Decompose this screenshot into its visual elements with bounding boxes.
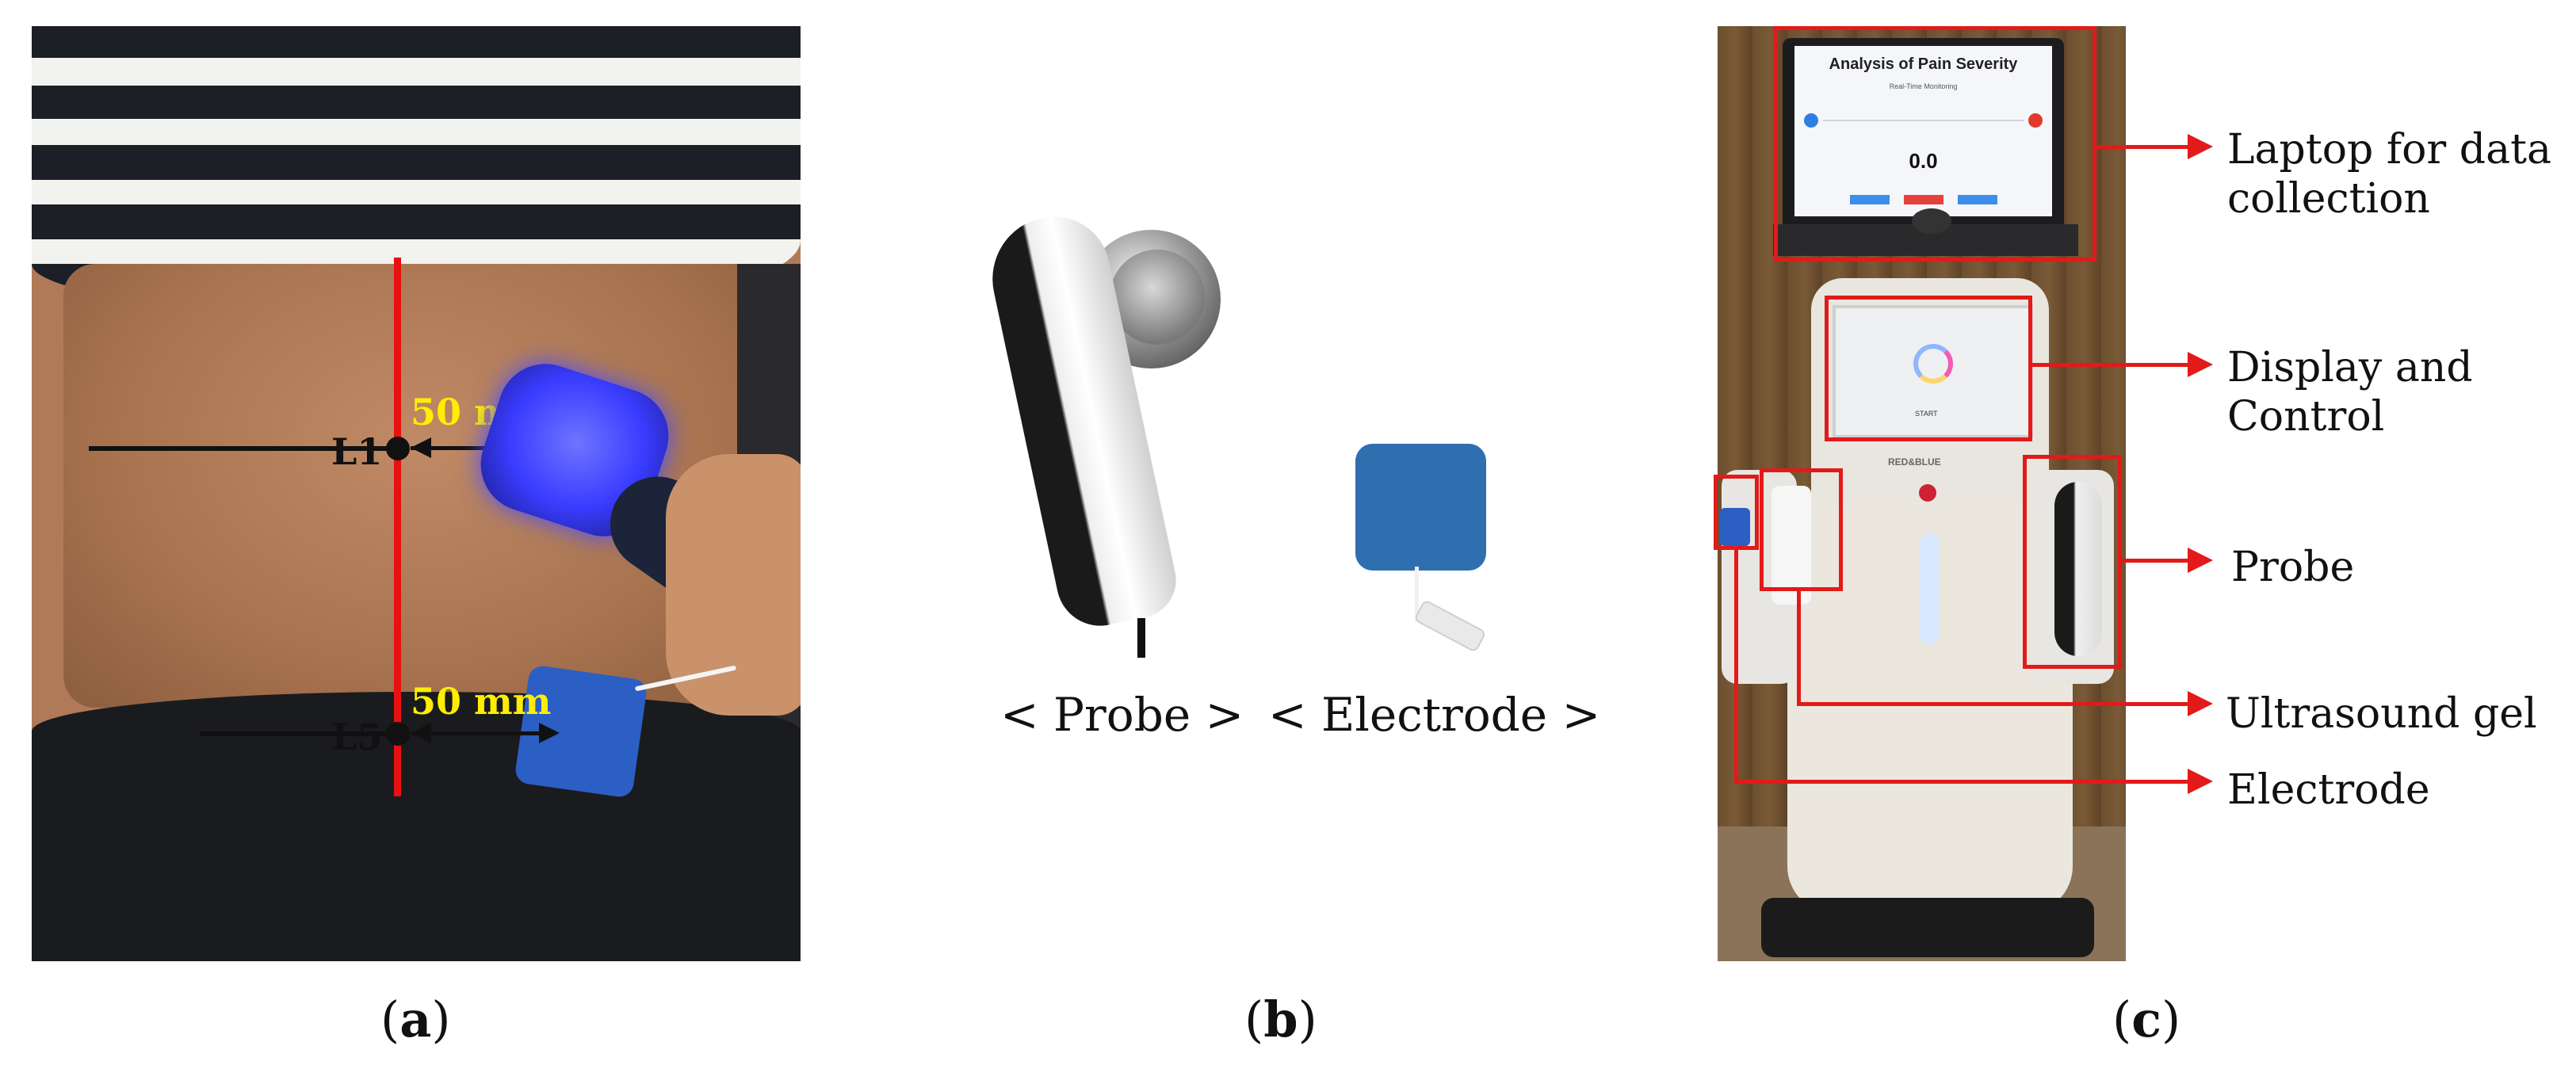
device-light-strip [1920,533,1939,644]
panel-a-label-open: ( [380,991,400,1048]
panel-b-label-open: ( [1244,991,1264,1048]
l5-level-line [200,731,394,736]
gel-connector [1797,702,2189,706]
probe-highlight-box [2023,455,2122,669]
gel-arrow-icon [2188,691,2213,716]
electrode-connector [1413,598,1487,654]
laptop-button-right [1958,195,1997,204]
gel-bottle [1771,486,1811,605]
spine-line [394,258,401,796]
display-arrow-icon [2188,352,2213,377]
l1-label: L1 [331,430,383,473]
gel-highlight-box [1760,468,1843,591]
l1-dot [386,437,410,460]
device-display-ring [1913,344,1953,384]
display-highlight-box [1825,296,2032,441]
electrode-on-device [1720,508,1750,546]
device-start-label: START [1915,410,1938,418]
laptop-annotation: Laptop for data collection [2227,126,2551,223]
l5-dot [386,722,410,746]
laptop-screen-value: 0.0 [1909,149,1938,173]
l5-label: L5 [331,716,383,758]
electrode-image [1347,444,1506,674]
probe-head-face [1110,250,1205,345]
device-brand: RED&BLUE [1888,456,1941,468]
computer-mouse [1912,208,1951,234]
electrode-highlight-box [1714,475,1759,550]
panel-a-label-close: ) [431,991,451,1048]
probe-in-holder [2054,482,2102,656]
gel-annotation: Ultrasound gel [2226,690,2537,738]
probe-caption: < Probe > [1000,688,1244,742]
panel-b-label-close: ) [1298,991,1317,1048]
operator-hand [666,454,801,716]
display-annotation: Display and Control [2227,344,2473,441]
probe-connector [2122,559,2189,563]
panel-c-label-close: ) [2161,991,2181,1048]
electrode-wire [1415,567,1419,622]
bottom-distance-label: 50 mm [411,680,552,723]
electrode-arrow-icon [2188,769,2213,794]
electrode-annotation: Electrode [2227,766,2430,814]
laptop-screen-title: Analysis of Pain Severity [1829,55,2018,73]
electrode-connector [1734,780,2189,784]
electrode-caption: < Electrode > [1268,688,1601,742]
probe-cable [1137,618,1145,658]
probe-annotation: Probe [2231,544,2355,591]
panel-b-label-letter: b [1263,991,1298,1048]
laptop-screen: Analysis of Pain Severity Real-Time Moni… [1794,46,2052,216]
device-knob [1919,484,1936,502]
panel-c-label-letter: c [2131,991,2161,1048]
panel-b-label: (b) [1244,991,1317,1048]
probe-arrow-icon [2188,548,2213,573]
bottom-distance-arrow [411,731,545,735]
panel-a-label: (a) [380,991,451,1048]
lower-back-photo: L1 50 mm L5 50 mm [32,26,801,961]
electrode-pad [1355,444,1486,571]
laptop-screen-subtitle: Real-Time Monitoring [1889,82,1958,90]
device-photo: Analysis of Pain Severity Real-Time Moni… [1718,26,2126,961]
bottom-arrow-head-left [411,723,431,743]
laptop-connector [2096,145,2192,149]
panel-c-label-open: ( [2112,991,2132,1048]
laptop-max-indicator [2028,113,2043,128]
bottom-arrow-head-right [539,723,560,743]
top-distance-arrow [411,446,545,450]
gel-connector-vertical [1797,591,1801,702]
l1-level-line [89,446,394,451]
device-base [1761,898,2094,957]
top-arrow-head-left [411,437,431,458]
laptop-arrow-icon [2188,134,2213,159]
panel-a-label-letter: a [399,991,432,1048]
laptop-highlight-box [1774,26,2096,262]
laptop-button-left [1850,195,1890,204]
device-display: START [1833,305,2033,438]
panel-c-label: (c) [2112,991,2180,1048]
probe-image [980,206,1236,658]
laptop-min-indicator [1804,113,1818,128]
electrode-connector-vertical [1734,550,1738,780]
display-connector [2032,363,2189,367]
laptop-slider-track [1823,120,2024,121]
laptop-button-center [1904,195,1943,204]
